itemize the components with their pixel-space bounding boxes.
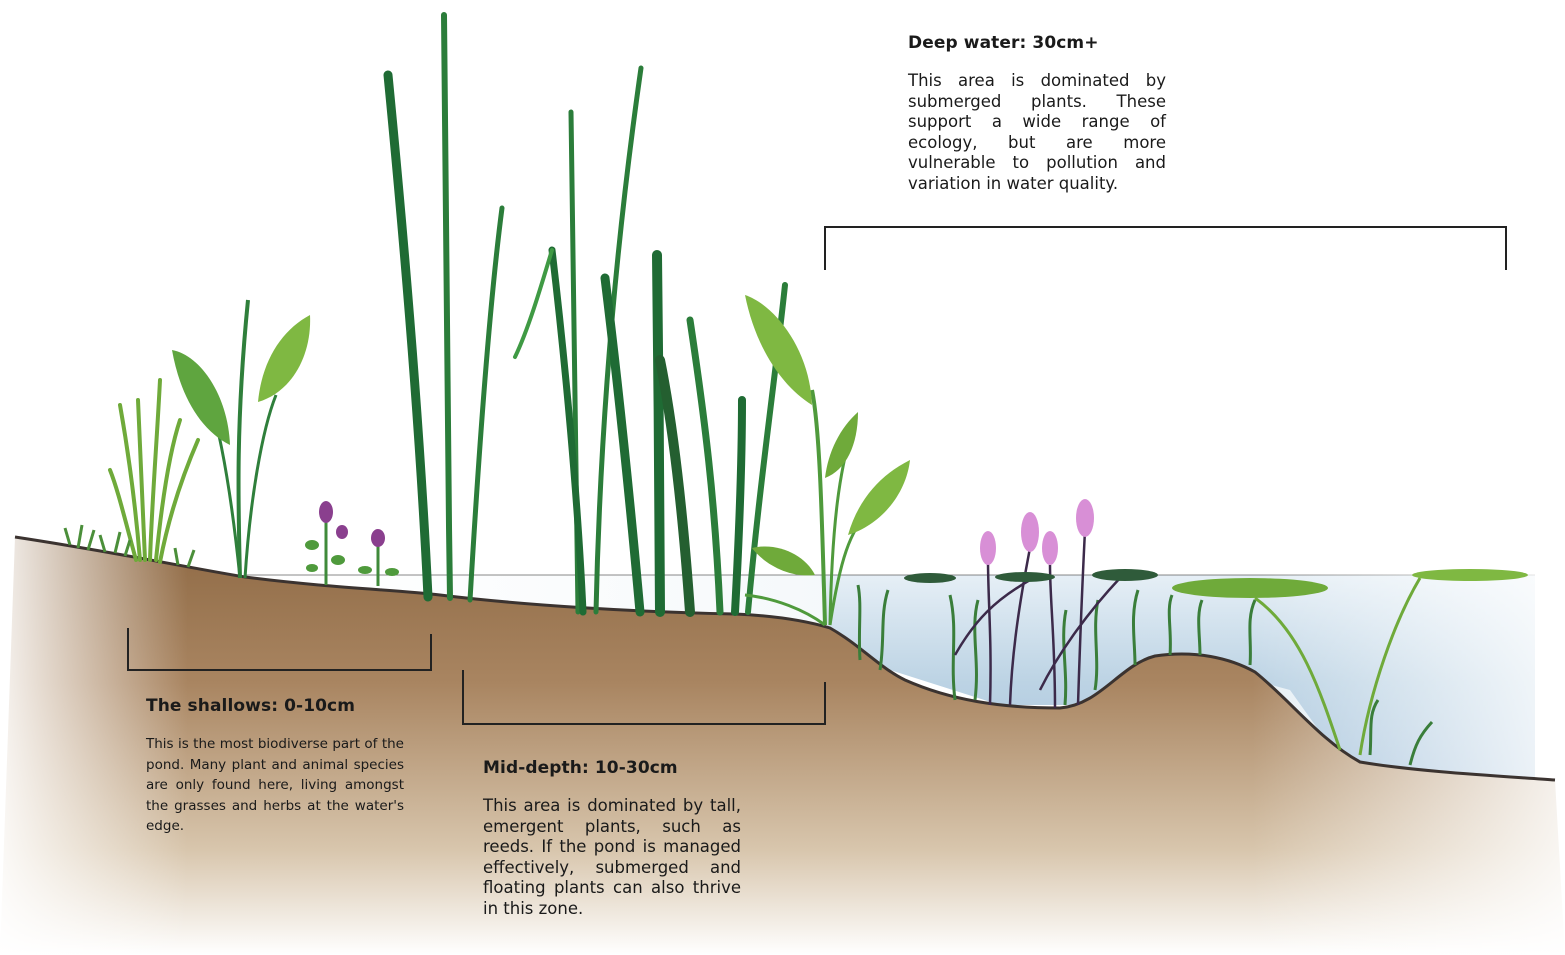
deep-water-title: Deep water: 30cm+ bbox=[908, 33, 1166, 53]
bracket-deep-water bbox=[825, 227, 1506, 270]
shallows-description: This is the most biodiverse part of the … bbox=[146, 734, 404, 837]
shallows-label: The shallows: 0-10cm This is the most bi… bbox=[146, 696, 404, 837]
shallows-title: The shallows: 0-10cm bbox=[146, 696, 404, 716]
deep-water-label: Deep water: 30cm+ This area is dominated… bbox=[908, 33, 1166, 194]
mid-depth-title: Mid-depth: 10-30cm bbox=[483, 758, 741, 778]
mid-depth-description: This area is dominated by tall, emergent… bbox=[483, 796, 741, 919]
tall-reeds bbox=[388, 15, 785, 612]
deep-water-description: This area is dominated by submerged plan… bbox=[908, 71, 1166, 194]
mid-depth-label: Mid-depth: 10-30cm This area is dominate… bbox=[483, 758, 741, 919]
